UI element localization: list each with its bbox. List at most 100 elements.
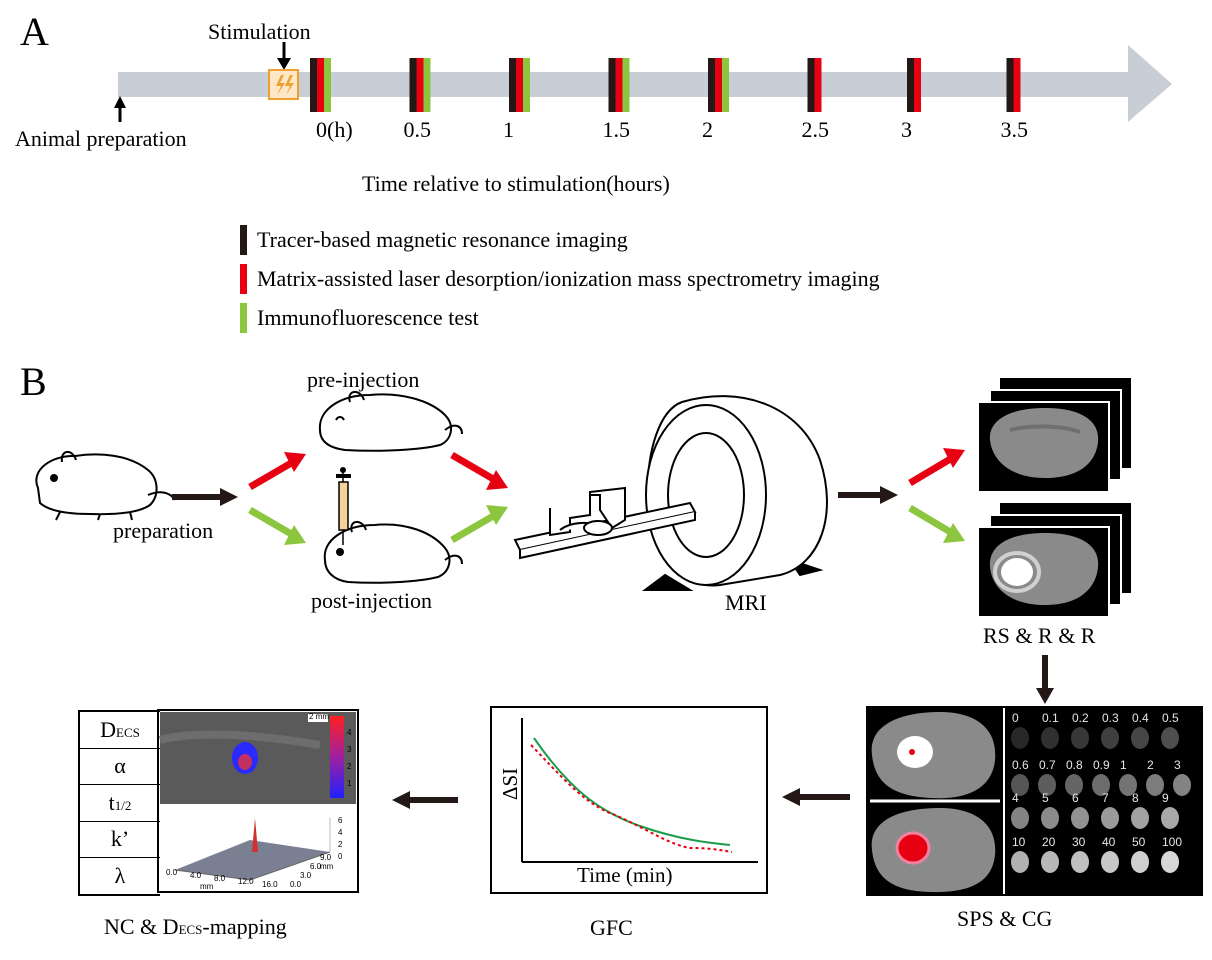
phantom-circle bbox=[1101, 727, 1119, 749]
axis-tick-label: 3 bbox=[347, 745, 352, 754]
timepoint-bar-black bbox=[907, 58, 914, 112]
phantom-circle bbox=[1161, 851, 1179, 873]
phantom-circle bbox=[1161, 727, 1179, 749]
parameter-row: λ bbox=[114, 862, 126, 888]
timepoint-bar-red bbox=[814, 58, 822, 112]
phantom-circle bbox=[1041, 807, 1059, 829]
phantom-label: 0.6 bbox=[1012, 758, 1029, 772]
axis-tick-label: 8.0 bbox=[214, 874, 226, 883]
phantom-label: 30 bbox=[1072, 835, 1086, 849]
parameter-row: k’ bbox=[80, 821, 160, 859]
phantom-label: 2 bbox=[1147, 758, 1154, 772]
pre-injection-label: pre-injection bbox=[307, 367, 420, 392]
axis-tick-label: 6.0 bbox=[310, 862, 322, 871]
phantom-label: 50 bbox=[1132, 835, 1146, 849]
phantom-label: 0.8 bbox=[1066, 758, 1083, 772]
phantom-label: 5 bbox=[1042, 791, 1049, 805]
phantom-circle bbox=[1011, 851, 1029, 873]
time-axis-label: Time relative to stimulation(hours) bbox=[362, 171, 670, 196]
phantom-label: 0.5 bbox=[1162, 711, 1179, 725]
phantom-circle bbox=[1071, 727, 1089, 749]
phantom-label: 20 bbox=[1042, 835, 1056, 849]
phantom-circle bbox=[1131, 807, 1149, 829]
phantom-label: 0.2 bbox=[1072, 711, 1089, 725]
phantom-circle bbox=[1092, 774, 1110, 796]
arrow-green-down-3 bbox=[908, 504, 965, 543]
axis-tick-label: 3.0 bbox=[300, 871, 312, 880]
timepoint-bar-red bbox=[416, 58, 424, 112]
graph-ylabel: ΔSI bbox=[498, 767, 522, 800]
syringe-icon bbox=[336, 467, 351, 545]
legend-text-mri: Tracer-based magnetic resonance imaging bbox=[257, 227, 628, 252]
parameter-row: t1/2 bbox=[80, 785, 160, 822]
nc-mapping-panel bbox=[157, 709, 359, 893]
axis-tick-label: 9.0 bbox=[320, 853, 332, 862]
panel-b-letter: B bbox=[20, 359, 47, 404]
phantom-circle bbox=[1101, 851, 1119, 873]
axis-tick-label: mm bbox=[320, 862, 334, 871]
mri-scanner-icon bbox=[513, 395, 828, 591]
timepoint-bar-black bbox=[608, 58, 616, 112]
axis-tick-label: 1 bbox=[347, 779, 352, 788]
parameter-row: DECS bbox=[80, 712, 160, 749]
timepoint-bar-black bbox=[1006, 58, 1014, 112]
phantom-circle bbox=[1119, 774, 1137, 796]
timepoint-bars bbox=[310, 58, 1021, 112]
timepoint-label: 3.5 bbox=[1000, 117, 1029, 142]
phantom-circle bbox=[1071, 851, 1089, 873]
phantom-label: 0.9 bbox=[1093, 758, 1110, 772]
timepoint-label: 0(h) bbox=[316, 117, 353, 142]
mouse-post-injection-icon bbox=[323, 521, 463, 584]
legend-swatch-green bbox=[240, 303, 247, 333]
phantom-label: 0 bbox=[1012, 711, 1019, 725]
phantom-label: 0.7 bbox=[1039, 758, 1056, 772]
rs-label: RS & R & R bbox=[983, 623, 1096, 648]
phantom-circle bbox=[1041, 851, 1059, 873]
timepoint-bar-red bbox=[1013, 58, 1021, 112]
timepoint-label: 3 bbox=[901, 117, 912, 142]
phantom-circle bbox=[1101, 807, 1119, 829]
phantom-circle bbox=[1071, 807, 1089, 829]
axis-tick-label: 0.0 bbox=[290, 880, 302, 889]
graph-xlabel: Time (min) bbox=[577, 863, 673, 887]
timepoint-bar-black bbox=[708, 58, 715, 112]
phantom-label: 0.1 bbox=[1042, 711, 1059, 725]
phantom-label: 10 bbox=[1012, 835, 1026, 849]
mri-stack-top bbox=[977, 378, 1131, 493]
phantom-circle bbox=[1038, 774, 1056, 796]
phantom-label: 0.4 bbox=[1132, 711, 1149, 725]
axis-tick-label: 0 bbox=[338, 852, 343, 861]
phantom-label: 9 bbox=[1162, 791, 1169, 805]
phantom-label: 3 bbox=[1174, 758, 1181, 772]
timeline-arrow bbox=[118, 45, 1172, 122]
sps-panel bbox=[866, 706, 1203, 896]
lightning-icon bbox=[268, 69, 299, 100]
timepoint-label: 1.5 bbox=[602, 117, 631, 142]
timepoint-label: 1 bbox=[503, 117, 514, 142]
mouse-preparation-icon bbox=[35, 451, 176, 521]
legend-swatch-black bbox=[240, 225, 247, 255]
axis-tick-label: 0.0 bbox=[166, 868, 178, 877]
parameter-row: α bbox=[80, 748, 160, 786]
timepoint-label: 0.5 bbox=[403, 117, 432, 142]
axis-tick-label: 4 bbox=[338, 828, 343, 837]
arrow-green-up-2 bbox=[450, 505, 508, 544]
timepoint-bar-black bbox=[409, 58, 417, 112]
arrow-gfc-to-nc bbox=[392, 791, 458, 809]
sps-label: SPS & CG bbox=[957, 906, 1053, 931]
phantom-label: 7 bbox=[1102, 791, 1109, 805]
phantom-circle bbox=[1173, 774, 1191, 796]
legend-swatch-red bbox=[240, 264, 247, 294]
axis-tick-label: 4.0 bbox=[190, 871, 202, 880]
mri-stack-bottom bbox=[977, 503, 1131, 618]
phantom-label: 8 bbox=[1132, 791, 1139, 805]
arrow-green-down-1 bbox=[248, 506, 306, 545]
axis-tick-label: 4 bbox=[347, 728, 352, 737]
preparation-label: preparation bbox=[113, 518, 214, 543]
timepoint-bar-green bbox=[423, 58, 431, 112]
phantom-label: 1 bbox=[1120, 758, 1127, 772]
arrow-red-up-1 bbox=[248, 452, 306, 491]
timepoint-bar-green bbox=[722, 58, 729, 112]
gfc-graph bbox=[490, 706, 768, 894]
